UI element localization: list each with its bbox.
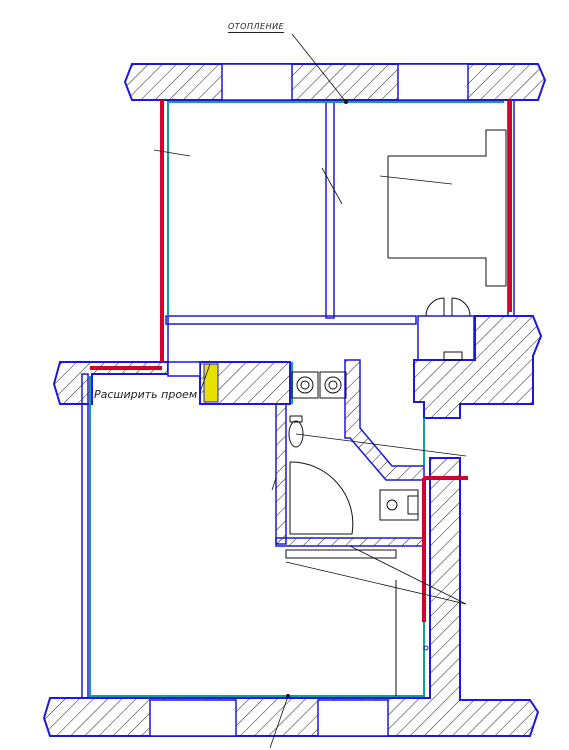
bed-icon xyxy=(387,129,507,287)
windows xyxy=(149,63,469,737)
marker-dot xyxy=(344,100,348,104)
marker-dot xyxy=(286,694,290,698)
window-bottom-right xyxy=(317,699,389,737)
demolition-marks xyxy=(90,100,512,622)
heating-annotation: ОТОПЛЕНИЕ xyxy=(228,22,285,33)
bathroom-partition xyxy=(344,359,425,481)
right-mid-exterior-wall xyxy=(413,315,543,419)
toilet-icon xyxy=(288,415,304,448)
small-panel xyxy=(285,549,397,559)
shower-icon xyxy=(289,461,354,535)
window-left-mid xyxy=(167,361,201,377)
top-exterior-wall xyxy=(123,63,547,101)
bathroom-partition-bottom xyxy=(275,537,425,547)
bathroom-partition-left xyxy=(275,403,287,545)
partition-corridor-top xyxy=(165,315,417,325)
door-swing-icon xyxy=(425,297,471,361)
marker-dot-blue xyxy=(423,645,429,651)
window-top-right xyxy=(397,63,469,101)
sink-icon xyxy=(379,489,419,521)
partition-left-lower xyxy=(81,373,89,699)
right-column-wall xyxy=(42,457,540,737)
fixtures xyxy=(285,129,507,696)
demolition-opening-highlight xyxy=(203,363,219,403)
widen-opening-annotation: Расширить проем xyxy=(94,388,198,401)
gas-boiler-icon xyxy=(291,371,347,399)
window-top-left xyxy=(221,63,293,101)
window-bottom-left xyxy=(149,699,237,737)
closet xyxy=(417,315,475,361)
partition-bedroom-divider xyxy=(325,99,335,319)
leader-lines xyxy=(153,33,467,749)
